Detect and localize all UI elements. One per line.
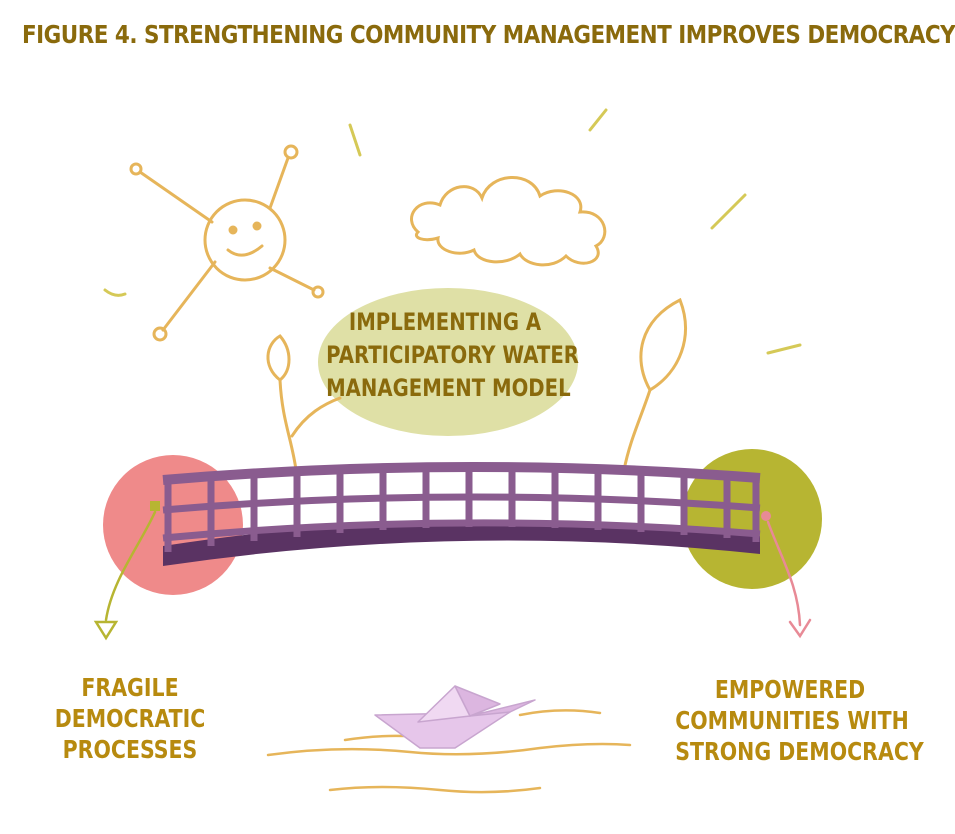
- bubble-text-line: MANAGEMENT MODEL: [326, 374, 571, 402]
- right-state-circle: [682, 449, 822, 589]
- right-state-label: EMPOWERED COMMUNITIES WITH STRONG DEMOCR…: [675, 674, 924, 767]
- illustration: [93, 108, 822, 794]
- right-state-line: EMPOWERED: [714, 675, 866, 704]
- cloud-icon: [410, 176, 607, 267]
- figure-title: FIGURE 4. STRENGTHENING COMMUNITY MANAGE…: [22, 20, 955, 49]
- left-state-line: FRAGILE: [81, 673, 179, 702]
- speech-bubble: [318, 288, 578, 436]
- bridge-icon: [162, 461, 761, 566]
- left-state-line: DEMOCRATIC: [54, 704, 206, 733]
- right-arrow-icon: [761, 511, 812, 639]
- right-state-line: STRONG DEMOCRACY: [675, 737, 924, 766]
- right-state-line: COMMUNITIES WITH: [675, 706, 909, 735]
- bubble-text: IMPLEMENTING A PARTICIPATORY WATER MANAG…: [326, 306, 579, 405]
- bubble-text-line: IMPLEMENTING A: [348, 308, 542, 336]
- leaf-left-icon: [266, 334, 342, 472]
- decorative-strokes: [103, 108, 802, 355]
- leaf-right-icon: [622, 297, 687, 472]
- diagram-canvas: FIGURE 4. STRENGTHENING COMMUNITY MANAGE…: [22, 20, 955, 794]
- left-state-label: FRAGILE DEMOCRATIC PROCESSES: [48, 672, 212, 765]
- bubble-text-line: PARTICIPATORY WATER: [326, 341, 579, 369]
- left-state-line: PROCESSES: [62, 735, 198, 764]
- left-arrow-icon: [93, 501, 160, 641]
- paper-boat-icon: [374, 685, 536, 749]
- sun-icon: [129, 144, 325, 342]
